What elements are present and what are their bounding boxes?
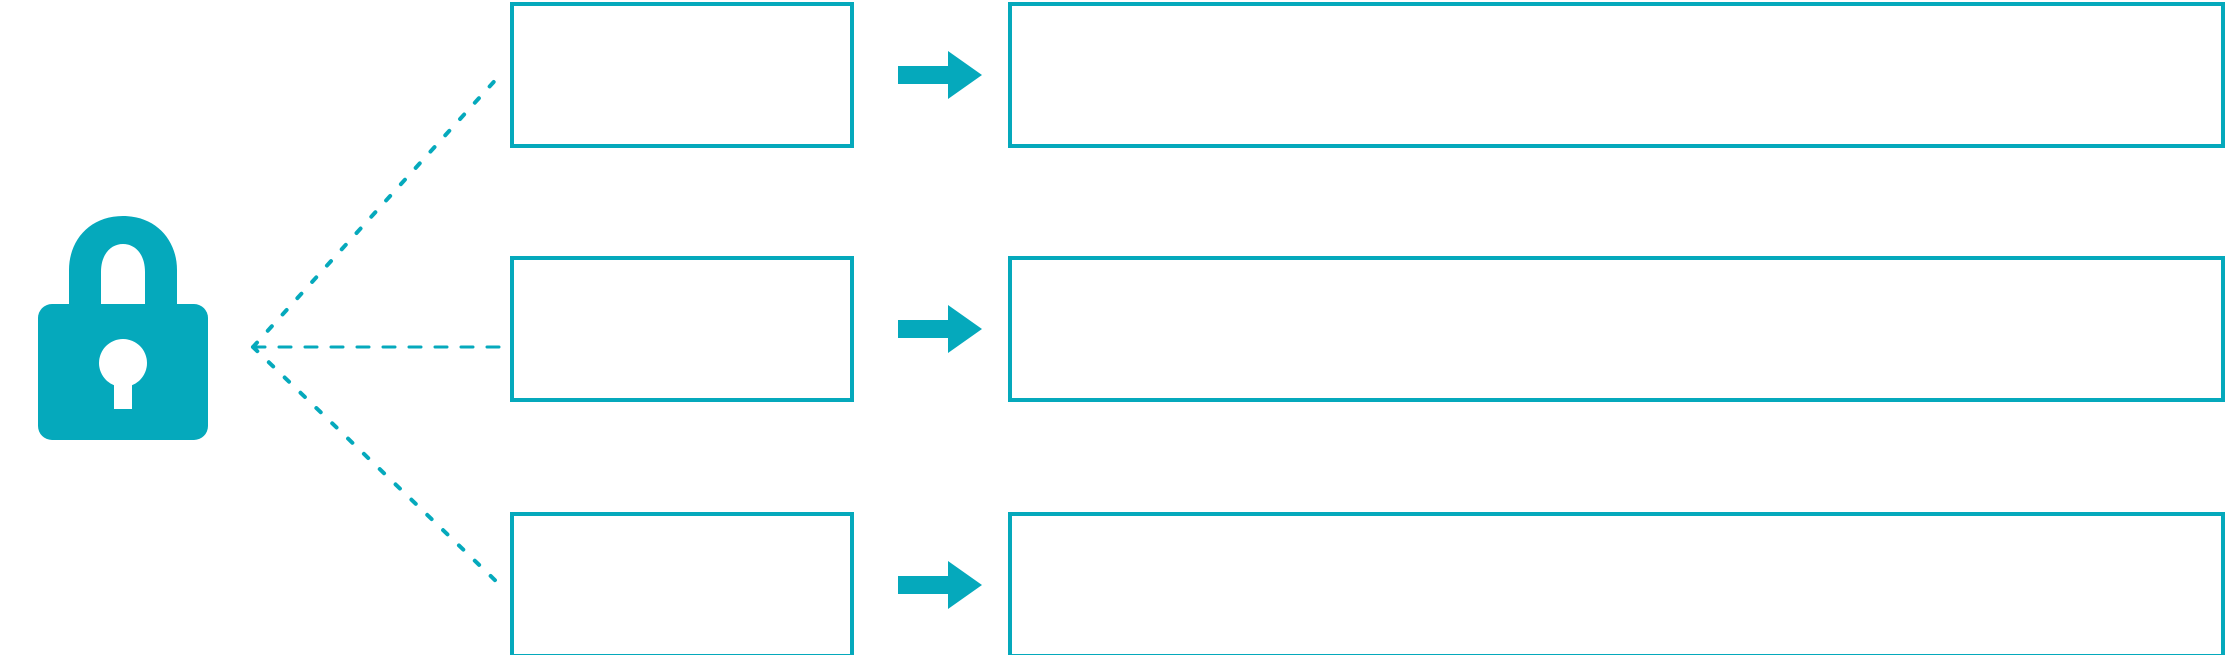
stage-box-large[interactable] [1008, 512, 2225, 655]
diagram-row [0, 2, 2229, 148]
stage-box-small[interactable] [510, 256, 854, 402]
stage-box-small[interactable] [510, 2, 854, 148]
diagram-row [0, 512, 2229, 655]
lock-icon [38, 216, 208, 440]
stage-box-small[interactable] [510, 512, 854, 655]
right-arrow-icon [898, 303, 982, 355]
right-arrow-icon [898, 49, 982, 101]
diagram-row [0, 256, 2229, 402]
stage-box-large[interactable] [1008, 256, 2225, 402]
stage-box-large[interactable] [1008, 2, 2225, 148]
right-arrow-icon [898, 559, 982, 611]
